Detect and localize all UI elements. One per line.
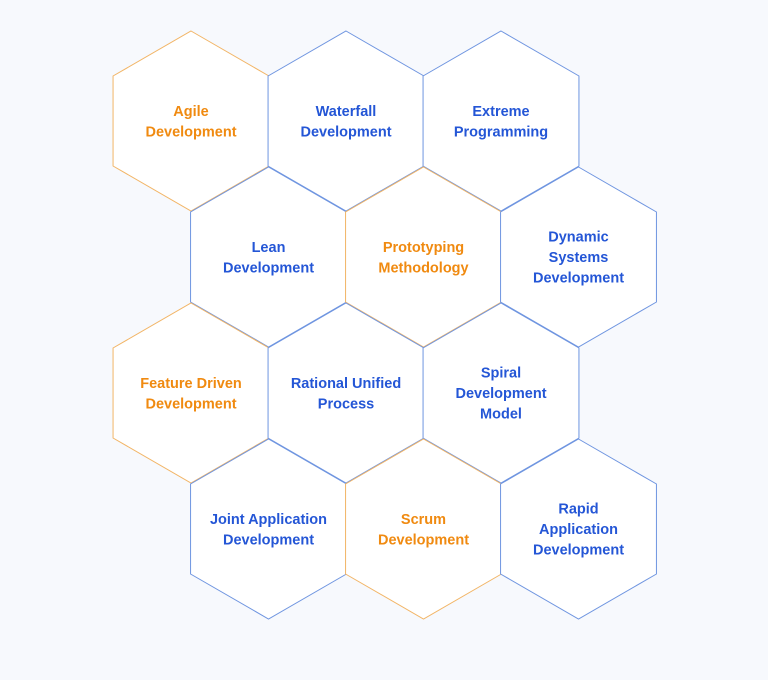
label-prototyping-line-1: Prototyping [383,240,464,256]
label-spiral-line-2: Development [455,386,546,402]
hexagon-spiral [422,302,580,484]
label-scrum-line-2: Development [378,532,469,548]
label-spiral-line-1: Spiral [481,366,521,382]
hexagon-rapid-application [500,438,657,620]
label-lean-line-2: Development [223,260,314,276]
label-dynamic-systems-line-3: Development [533,271,624,287]
label-scrum-line-1: Scrum [401,512,446,528]
label-joint-application-line-1: Joint Application [210,512,327,528]
label-extreme-programming-line-1: Extreme [472,104,529,120]
label-agile-line-1: Agile [173,104,208,120]
label-dynamic-systems-line-2: Systems [549,250,609,266]
label-lean-line-1: Lean [252,240,286,256]
label-rational-unified-line-1: Rational Unified [291,376,401,392]
label-waterfall-line-1: Waterfall [316,104,377,120]
label-joint-application-line-2: Development [223,532,314,548]
label-dynamic-systems-line-1: Dynamic [548,230,608,246]
hexagon-dynamic-systems [500,166,657,348]
label-rapid-application-line-1: Rapid [558,502,598,518]
label-prototyping-line-2: Methodology [378,260,468,276]
label-feature-driven-line-1: Feature Driven [140,376,242,392]
label-extreme-programming-line-2: Programming [454,124,548,140]
label-feature-driven-line-2: Development [145,396,236,412]
hexagon-layer [112,30,657,620]
label-agile-line-2: Development [145,124,236,140]
label-waterfall-line-2: Development [300,124,391,140]
label-spiral-line-3: Model [480,407,522,423]
label-rapid-application-line-3: Development [533,543,624,559]
hexagon-extreme-programming [422,30,580,212]
label-rapid-application-line-2: Application [539,522,618,538]
label-rational-unified-line-2: Process [318,396,374,412]
